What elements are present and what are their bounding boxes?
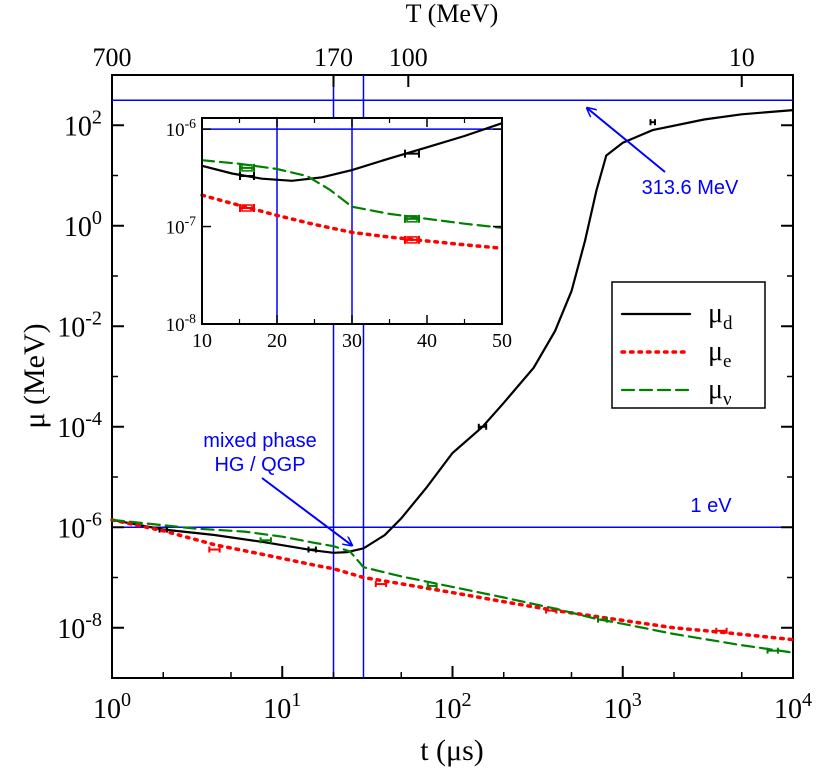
legend-item-0: μd <box>620 298 733 334</box>
legend-item-1: μe <box>620 336 731 372</box>
inset-frame <box>201 117 503 325</box>
inset-plot: 10 20 30 40 50 10-8 10-7 10-6 <box>166 116 512 352</box>
error-bar-2-2 <box>597 616 608 623</box>
top-tick-label: 10 <box>729 43 755 72</box>
x-tick-label: 101 <box>263 689 301 725</box>
inset-error-bar-1-0 <box>239 204 255 213</box>
annotation-313-mev: 313.6 MeV <box>642 177 739 199</box>
error-bar-1-3 <box>715 627 728 634</box>
x-tick-label: 100 <box>93 689 131 725</box>
inset-x-tick-label: 10 <box>192 330 212 352</box>
top-axis-title: T (MeV) <box>406 0 499 28</box>
error-bar-2-1 <box>426 582 438 589</box>
legend-box <box>611 281 766 409</box>
y-axis-title: μ (MeV) <box>18 323 51 428</box>
inset-x-tick-label: 50 <box>492 330 512 352</box>
top-tick-label: 100 <box>389 43 428 72</box>
legend-label-0: μd <box>708 298 733 334</box>
error-bar-2-3 <box>766 647 779 654</box>
inset-y-tick-label: 10-8 <box>166 311 197 336</box>
inset-tick-labels: 10 20 30 40 50 10-8 10-7 10-6 <box>166 116 512 352</box>
inset-error-bar-2-1 <box>404 214 420 223</box>
x-tick-label: 104 <box>774 689 812 725</box>
series-layer <box>110 109 795 654</box>
error-bar-0-1 <box>307 546 317 553</box>
legend-label-2: μν <box>708 374 732 410</box>
inset-error-bar-1-1 <box>404 235 420 244</box>
inset-error-bar-0-0 <box>239 172 255 181</box>
main-plot: 100 101 102 103 104 10-8 10-6 10-4 10-2 100 102 700… <box>18 0 812 767</box>
error-bar-0-3 <box>649 119 656 126</box>
annotation-arrow-mixed-phase <box>261 477 352 545</box>
y-tick-label: 10-6 <box>57 508 102 544</box>
inset-reference-lines <box>202 118 502 324</box>
error-bar-1-1 <box>374 581 388 588</box>
annotation-arrow-313-mev <box>587 108 666 173</box>
axis-ticks <box>111 74 794 679</box>
y-tick-label: 100 <box>64 207 102 243</box>
x-tick-label: 102 <box>433 689 471 725</box>
error-bar-0-2 <box>477 423 488 430</box>
legend-item-2: μν <box>620 374 732 410</box>
inset-y-tick-label: 10-6 <box>166 116 197 141</box>
inset-series-layer <box>200 122 504 250</box>
y-tick-label: 10-2 <box>57 307 102 343</box>
error-bar-1-0 <box>208 546 221 553</box>
inset-error-bar-0-1 <box>404 149 420 158</box>
tick-labels: 100 101 102 103 104 10-8 10-6 10-4 10-2 100 102 700… <box>57 43 812 725</box>
top-tick-label: 170 <box>314 43 353 72</box>
inset-series-line-2 <box>200 159 504 229</box>
top-tick-label: 700 <box>93 43 132 72</box>
y-tick-label: 10-8 <box>57 609 102 645</box>
series-line-1 <box>110 518 795 642</box>
y-tick-label: 10-4 <box>57 408 102 444</box>
series-line-2 <box>110 518 795 654</box>
inset-x-tick-label: 20 <box>267 330 287 352</box>
x-tick-label: 103 <box>604 689 642 725</box>
inset-x-tick-label: 30 <box>342 330 362 352</box>
y-tick-label: 102 <box>64 106 102 142</box>
x-axis-title: t (μs) <box>420 734 484 767</box>
inset-y-tick-label: 10-7 <box>166 214 197 239</box>
annotation-1-ev: 1 eV <box>690 495 732 517</box>
inset-error-bar-2-0 <box>239 163 255 172</box>
legend-label-1: μe <box>708 336 731 372</box>
inset-x-tick-label: 40 <box>417 330 437 352</box>
error-bar-2-0 <box>259 537 272 544</box>
